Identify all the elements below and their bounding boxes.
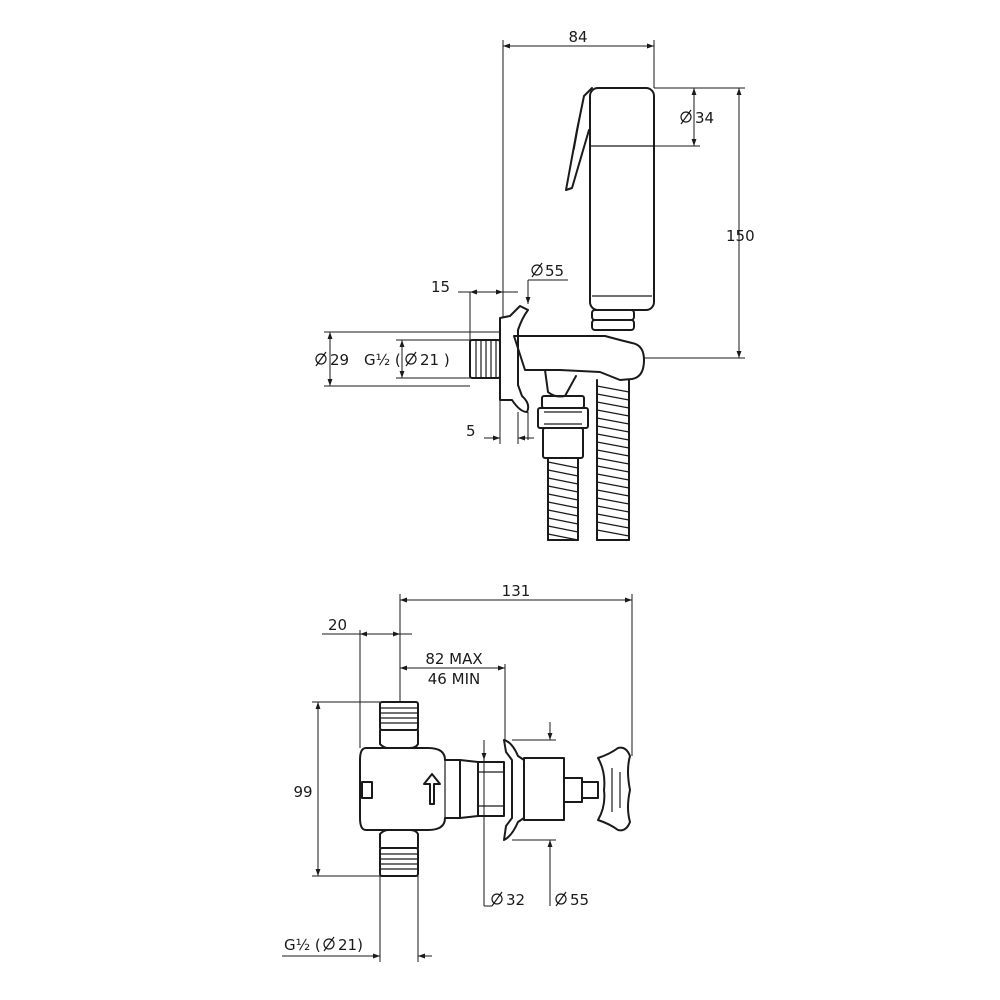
dim-outer-diameter-29: 29 <box>315 331 500 387</box>
dim-label: 150 <box>726 227 755 245</box>
valve-body-top <box>359 747 479 831</box>
dim-height-99: 99 <box>293 701 380 877</box>
diameter-icon <box>531 262 543 278</box>
diameter-icon <box>555 891 567 907</box>
dim-flange-diameter-55-top: 55 <box>512 722 589 909</box>
dim-label: 131 <box>502 582 531 600</box>
dim-label: 55 <box>570 891 589 909</box>
dim-label: G½ ( <box>364 351 401 369</box>
dim-height-150: 150 <box>644 87 755 359</box>
dim-label: 29 <box>330 351 349 369</box>
dim-thread: G½ ( 21 ) <box>364 339 470 379</box>
dim-label: 20 <box>328 616 347 634</box>
diameter-icon <box>315 351 327 367</box>
sleeve <box>477 761 505 817</box>
dim-label: 34 <box>695 109 714 127</box>
dim-label: 5 <box>466 422 476 440</box>
hose-left <box>547 457 579 541</box>
dim-flange-thickness-5: 5 <box>466 400 534 444</box>
dim-sleeve-diameter-32: 32 <box>481 740 525 909</box>
bonnet <box>523 757 599 821</box>
dim-label: 82 MAX <box>425 650 482 668</box>
dim-label: 46 MIN <box>428 670 480 688</box>
dim-label: 99 <box>293 783 312 801</box>
diameter-icon <box>405 351 417 367</box>
wall-flange <box>499 305 530 413</box>
diameter-icon <box>491 891 503 907</box>
dim-depth-max-min: 82 MAX 46 MIN <box>400 650 506 740</box>
dim-label: 21 ) <box>420 351 450 369</box>
dim-label: 21) <box>338 936 363 954</box>
valve-body <box>513 335 645 459</box>
dim-flange-diameter-55: 55 <box>525 262 568 440</box>
threaded-pipe-top <box>379 701 419 749</box>
dim-handset-diameter-34: 34 <box>654 87 714 147</box>
side-view: 84 34 150 15 55 <box>315 28 755 541</box>
cross-handle <box>597 746 631 832</box>
threaded-pipe <box>469 339 501 379</box>
hose-nut <box>591 309 635 331</box>
dim-label: 55 <box>545 262 564 280</box>
dim-label: 15 <box>431 278 450 296</box>
diameter-icon <box>680 109 692 125</box>
dim-length-131: 131 <box>399 582 633 756</box>
diameter-icon <box>323 936 335 952</box>
flow-direction-icon <box>423 773 441 805</box>
dim-offset-20: 20 <box>322 616 412 748</box>
dim-label: 32 <box>506 891 525 909</box>
dim-label: 84 <box>568 28 587 46</box>
handset <box>565 87 655 311</box>
top-view: 131 20 82 MAX 46 MIN 99 32 <box>282 582 633 962</box>
threaded-pipe-bottom <box>379 829 419 877</box>
flange-top <box>503 739 525 841</box>
hose-right <box>596 379 630 541</box>
dim-width-84: 84 <box>502 28 655 318</box>
dim-label: G½ ( <box>284 936 321 954</box>
dim-offset-15: 15 <box>431 278 518 340</box>
dim-thread-top: G½ ( 21) <box>282 876 432 962</box>
